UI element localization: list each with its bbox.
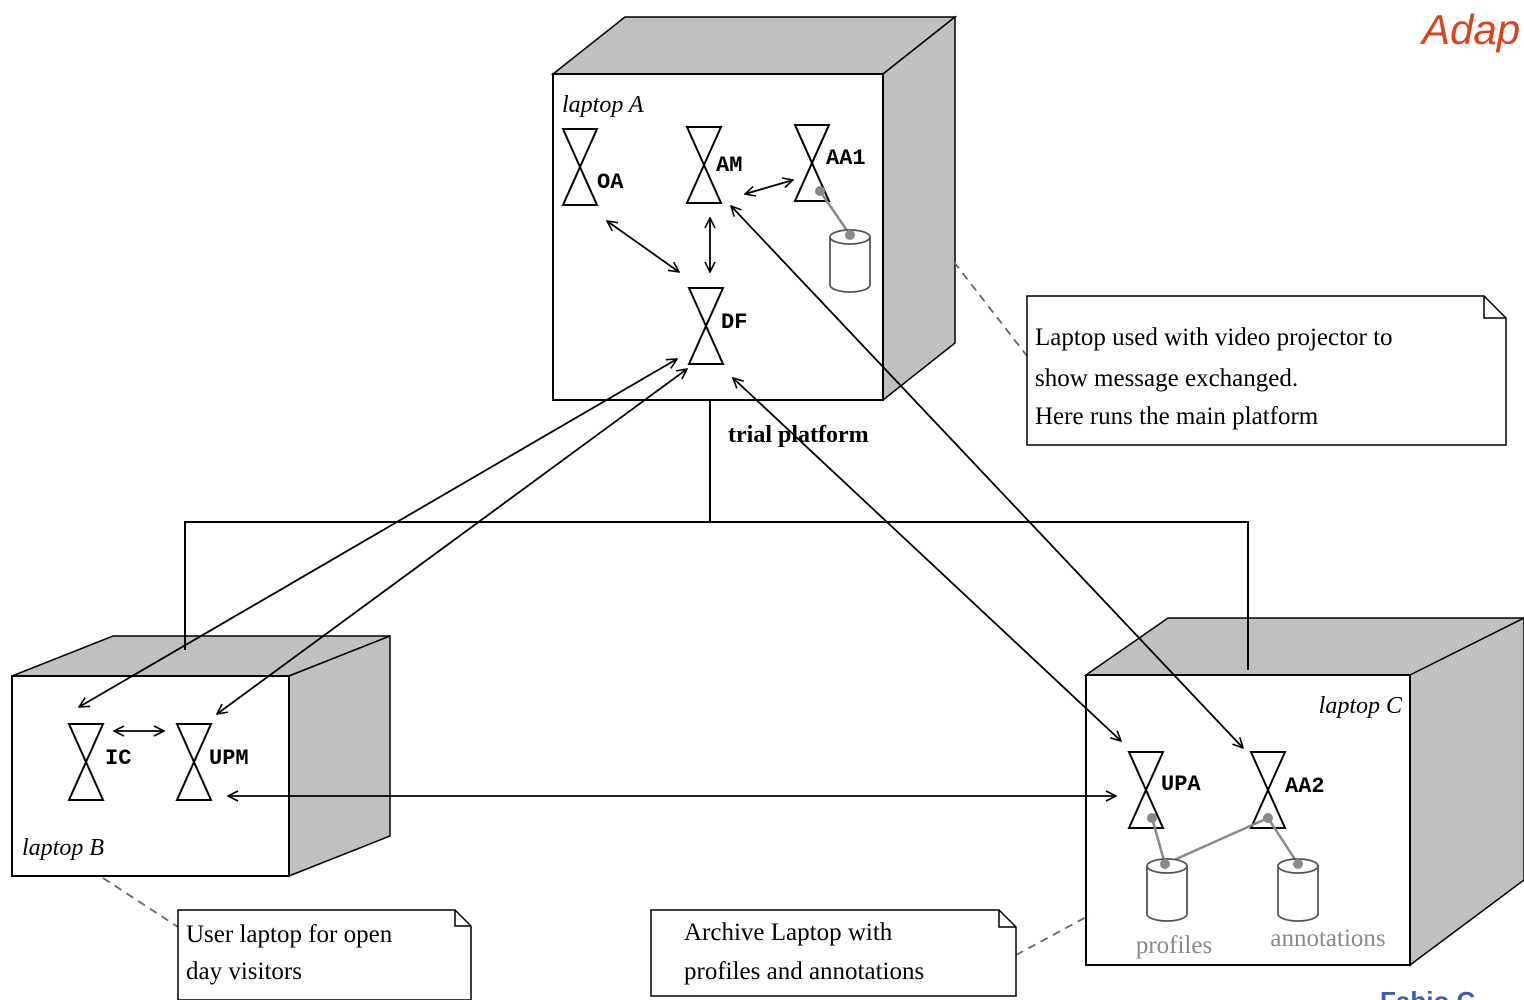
note-a-line-2: show message exchanged.: [1035, 365, 1298, 392]
annotations-db-link: [1266, 817, 1300, 865]
footer-author-fragment: Fabio C: [1380, 986, 1476, 1000]
note-c-line-2: profiles and annotations: [684, 958, 924, 985]
agent-oa-label: OA: [597, 170, 624, 195]
agent-upm-icon: [175, 723, 213, 801]
note-c-box: [650, 909, 1017, 997]
note-a-fold: [1483, 296, 1506, 319]
note-b-line-1: User laptop for open: [186, 921, 393, 948]
agent-upm-label: UPM: [209, 746, 249, 771]
note-a: Laptop used with video projector to show…: [953, 261, 1507, 446]
note-a-line-1: Laptop used with video projector to: [1035, 324, 1393, 351]
note-c-fold: [998, 910, 1016, 928]
aa1-db-cylinder-body: [829, 237, 871, 293]
laptop-b-label: laptop B: [22, 835, 104, 861]
agent-aa1-icon: [793, 124, 831, 202]
trial-platform-label: trial platform: [728, 422, 869, 448]
annotations-db-dot: [1293, 859, 1303, 869]
laptop-b-side-face: [288, 634, 391, 878]
note-a-box: [1026, 295, 1507, 446]
annotations-db-cylinder-body: [1277, 866, 1319, 922]
arrow-df-upm: [217, 369, 687, 714]
laptop-a-side-face: [882, 15, 956, 402]
note-a-connector: [953, 261, 1028, 357]
agent-upa-icon: [1127, 751, 1165, 829]
arrow-df-upa: [733, 378, 1121, 741]
agent-aa2-label: AA2: [1285, 774, 1325, 799]
laptop-b-node: laptop B: [11, 634, 391, 878]
note-b-connector: [102, 877, 179, 928]
laptop-c-label: laptop C: [1319, 693, 1403, 719]
note-b-line-2: day visitors: [186, 958, 302, 985]
agent-am-icon: [685, 126, 723, 204]
agent-oa-icon: [561, 128, 599, 206]
header-title-fragment: Adap: [1419, 6, 1520, 53]
aa2-db-link-dot: [1263, 813, 1273, 823]
aa1-db-link-end-dot: [845, 230, 855, 240]
agent-ic-label: IC: [105, 746, 131, 771]
agent-ic-icon: [67, 723, 105, 801]
agent-upa-label: UPA: [1161, 772, 1201, 797]
agent-aa2-icon: [1249, 751, 1287, 829]
note-b: User laptop for open day visitors: [102, 877, 472, 1000]
note-c-line-1: Archive Laptop with: [684, 919, 893, 946]
message-arrows: [79, 180, 1243, 796]
laptop-c-side-face: [1409, 617, 1524, 967]
profiles-db-label: profiles: [1136, 932, 1212, 959]
laptop-a-label: laptop A: [562, 92, 644, 118]
agent-df-label: DF: [721, 310, 747, 335]
note-b-fold: [454, 910, 471, 927]
profiles-db-cylinder-body: [1146, 866, 1188, 922]
agent-am-label: AM: [716, 153, 742, 178]
agent-df-icon: [687, 287, 725, 365]
profiles-db-dot: [1160, 859, 1170, 869]
arrow-am-aa1: [745, 180, 793, 194]
annotations-db-label: annotations: [1270, 925, 1385, 952]
arrow-oa-df: [607, 221, 679, 272]
note-b-box: [177, 909, 472, 1000]
note-c: Archive Laptop with profiles and annotat…: [650, 909, 1091, 997]
note-c-connector: [1015, 914, 1091, 956]
note-a-line-3: Here runs the main platform: [1035, 403, 1319, 430]
aa1-db-link-start-dot: [815, 186, 825, 196]
laptop-c-databases: profiles annotations: [1136, 813, 1386, 959]
arrow-am-aa2: [731, 206, 1243, 748]
agent-aa1-label: AA1: [826, 146, 866, 171]
upa-db-link-dot: [1147, 813, 1157, 823]
laptop-a-node: laptop A: [550, 15, 958, 402]
